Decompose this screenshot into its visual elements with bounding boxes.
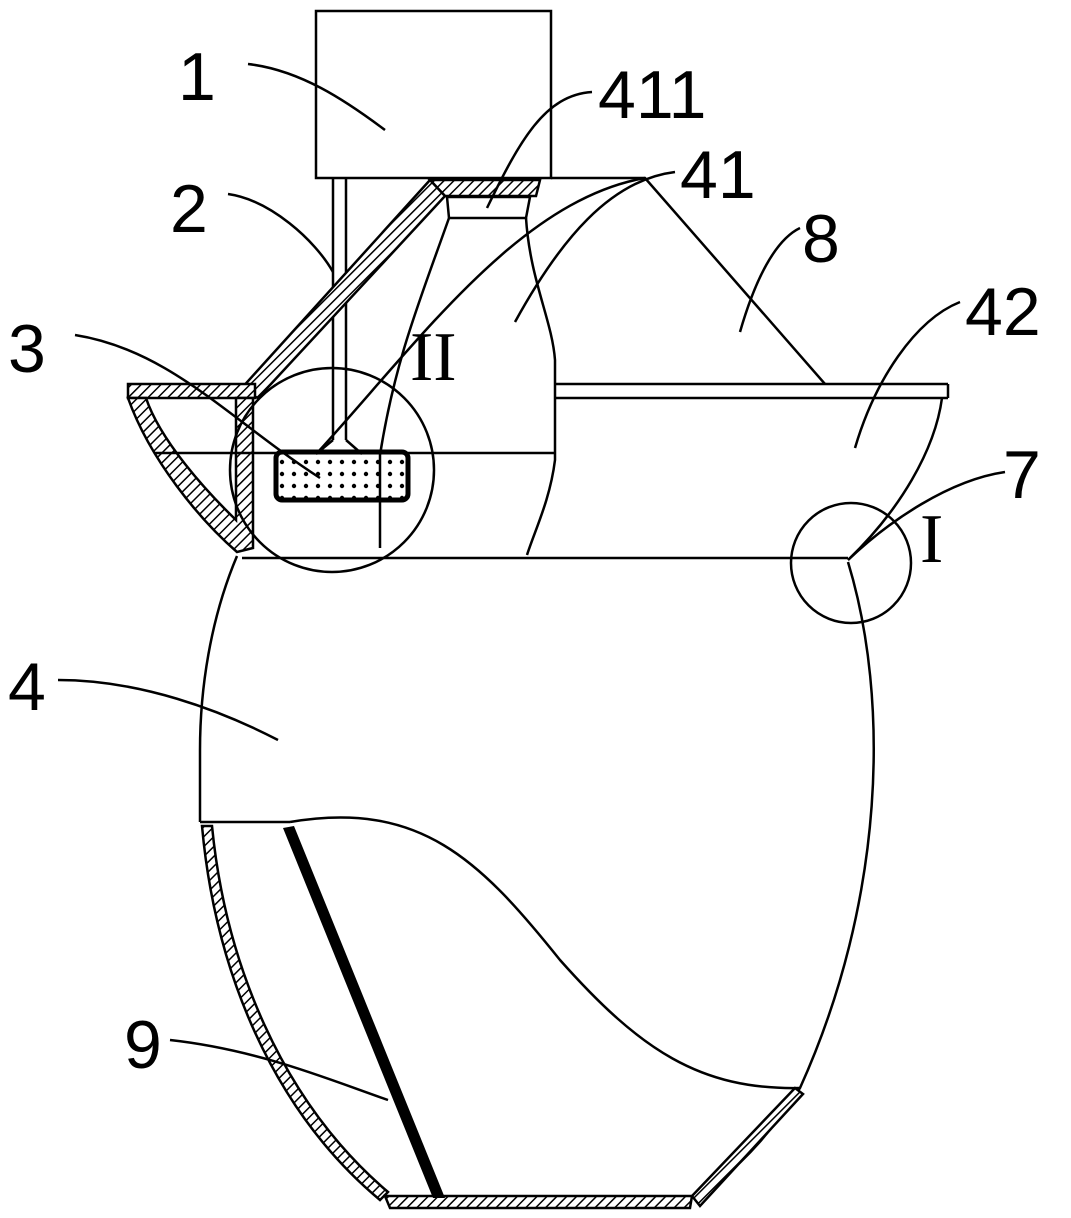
agitator-paddle xyxy=(273,449,411,503)
top-hatched-plate xyxy=(427,178,542,198)
motor-box xyxy=(314,9,553,180)
funnel-body xyxy=(126,396,255,554)
leader-3 xyxy=(74,333,321,480)
label-2: 2 xyxy=(170,171,208,247)
leader-41 xyxy=(513,170,676,323)
label-9: 9 xyxy=(124,1007,162,1083)
label-7: 7 xyxy=(1003,437,1041,513)
inner-bottle-41 xyxy=(378,217,557,556)
label-411: 411 xyxy=(598,57,706,133)
funnel-rim xyxy=(126,382,257,400)
leader-41-to-paddle xyxy=(317,176,646,453)
leader-8 xyxy=(738,226,801,333)
leader-42 xyxy=(853,300,961,449)
inner-s-curve xyxy=(289,816,801,1090)
label-detail-II: II xyxy=(410,319,457,396)
label-8: 8 xyxy=(802,201,840,277)
label-detail-I: I xyxy=(920,501,943,578)
label-4: 4 xyxy=(8,649,46,725)
label-1: 1 xyxy=(178,39,216,115)
leader-2 xyxy=(227,192,335,273)
label-42: 42 xyxy=(965,274,1041,350)
leader-9 xyxy=(169,1038,389,1102)
leader-411 xyxy=(485,90,593,209)
label-41: 41 xyxy=(680,137,756,213)
upper-shelf xyxy=(555,382,950,561)
lower-shell xyxy=(200,824,390,1202)
detail-circle-I xyxy=(789,501,913,625)
bottom-plate xyxy=(383,1194,694,1210)
leader-1 xyxy=(247,62,386,132)
baffle-9 xyxy=(283,826,445,1198)
leader-4 xyxy=(57,678,279,742)
label-3: 3 xyxy=(8,311,46,387)
leader-7 xyxy=(847,470,1006,561)
right-bottom-shell xyxy=(690,1086,805,1208)
detail-circle-II xyxy=(228,366,436,574)
